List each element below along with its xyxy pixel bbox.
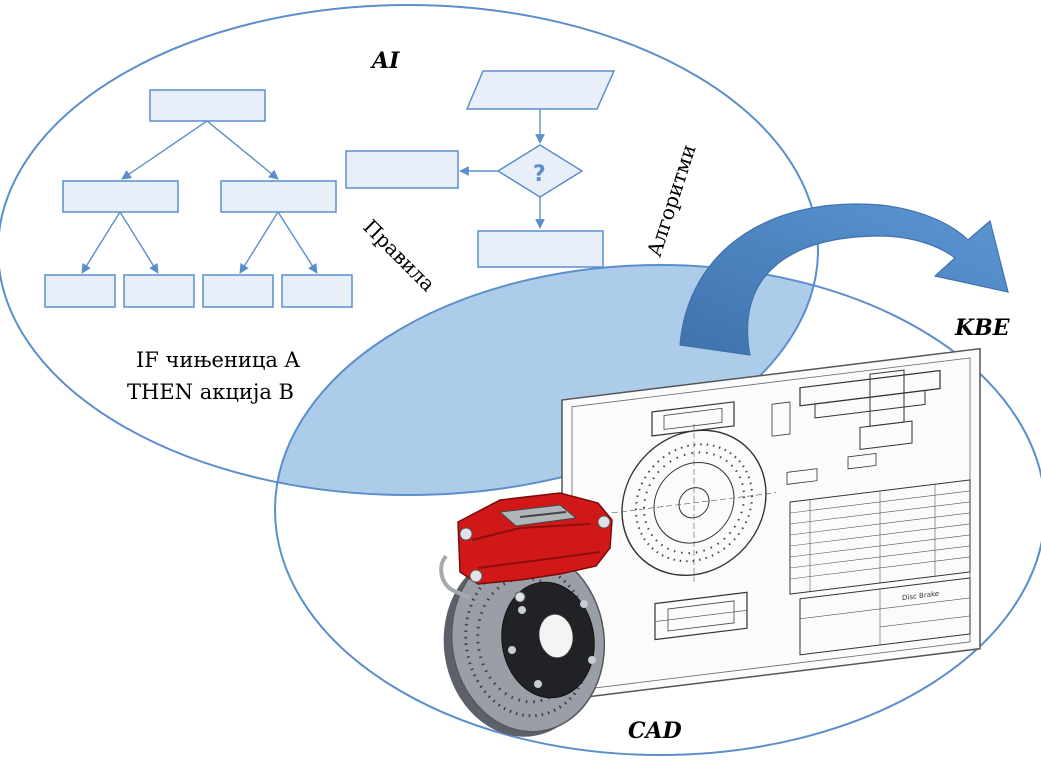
cad-ellipse bbox=[274, 264, 1041, 756]
tree-leaf-box bbox=[44, 274, 116, 308]
overlap-region bbox=[275, 265, 818, 495]
kbe-label: KBE bbox=[954, 315, 1011, 341]
kbe-arrow bbox=[679, 203, 1009, 356]
if-line: IF чињеница A bbox=[136, 348, 301, 372]
rule-tree bbox=[44, 89, 353, 308]
tree-left-box bbox=[62, 180, 179, 213]
decision-mark: ? bbox=[533, 162, 546, 187]
process-box-left bbox=[345, 150, 459, 189]
process-box-bottom bbox=[477, 230, 604, 268]
rules-label: Правила bbox=[358, 215, 440, 297]
tree-leaf-box bbox=[281, 274, 353, 308]
then-line: THEN акција B bbox=[127, 380, 294, 404]
brake-assembly-model bbox=[439, 492, 613, 737]
algorithm-flowchart: ? bbox=[345, 70, 616, 268]
ai-label: AI bbox=[370, 48, 400, 74]
algorithms-label: Алгоритми bbox=[642, 141, 701, 259]
tree-leaf-box bbox=[123, 274, 195, 308]
cad-label: CAD bbox=[628, 718, 682, 744]
tree-right-box bbox=[220, 180, 337, 213]
tree-root-box bbox=[149, 89, 266, 122]
technical-drawing-sheet: Disc Brake bbox=[561, 347, 981, 701]
input-parallelogram bbox=[465, 70, 616, 110]
tree-leaf-box bbox=[202, 274, 274, 308]
ai-ellipse bbox=[0, 4, 819, 496]
